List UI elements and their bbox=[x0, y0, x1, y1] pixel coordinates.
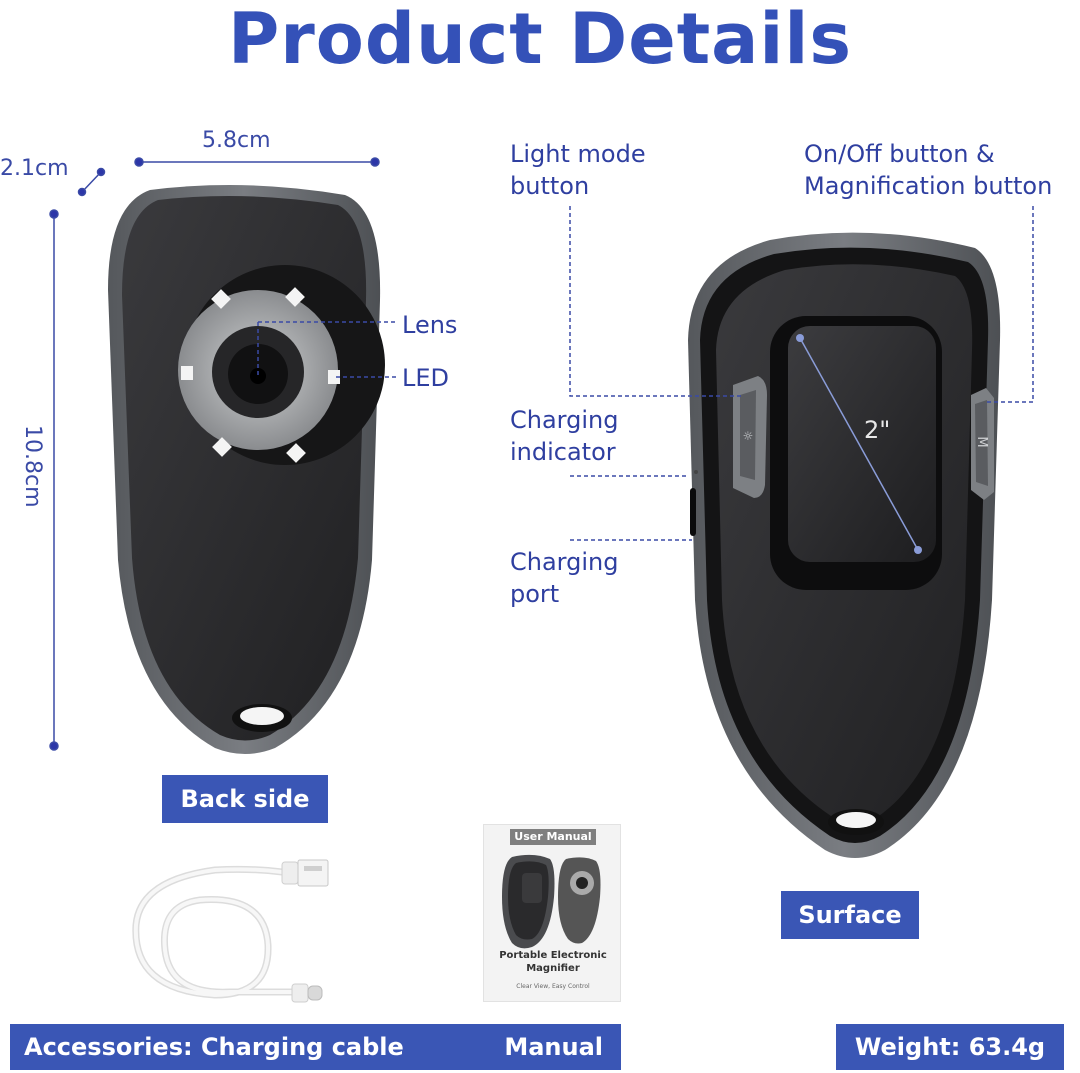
weight-tag: Weight: 63.4g bbox=[836, 1024, 1064, 1070]
charging-port-line-2: port bbox=[510, 580, 560, 608]
light-mode-label: Light mode button bbox=[510, 138, 646, 202]
width-dimension-label: 5.8cm bbox=[202, 128, 271, 153]
manual-tagline: Clear View, Easy Control bbox=[516, 983, 590, 990]
onoff-line-2: Magnification button bbox=[804, 172, 1053, 200]
charging-port-line-1: Charging bbox=[510, 548, 619, 576]
svg-text:☼: ☼ bbox=[743, 429, 754, 443]
cable-usb-c-plug bbox=[291, 983, 323, 1003]
back-side-tag: Back side bbox=[162, 775, 328, 823]
surface-tag: Surface bbox=[781, 891, 919, 939]
user-manual: User Manual Portable Electronic Magnifie… bbox=[483, 824, 621, 1002]
lens-label: Lens bbox=[402, 311, 458, 339]
accessories-tag: Accessories: Charging cable Manual bbox=[10, 1024, 621, 1070]
svg-text:M: M bbox=[974, 436, 989, 447]
manual-device-thumbnail bbox=[502, 854, 601, 949]
manual-label: Manual bbox=[504, 1033, 603, 1061]
charging-indicator-label: Charging indicator bbox=[510, 404, 618, 468]
depth-dimension-label: 2.1cm bbox=[0, 156, 69, 181]
charging-indicator-line-1: Charging bbox=[510, 406, 619, 434]
manual-product-name: Portable Electronic Magnifier bbox=[484, 949, 622, 975]
onoff-label: On/Off button & Magnification button bbox=[804, 138, 1052, 202]
manual-product-line-1: Portable Electronic bbox=[499, 950, 607, 961]
charging-cable bbox=[132, 865, 304, 999]
accessories-label: Accessories: Charging cable bbox=[24, 1033, 404, 1061]
manual-header: User Manual bbox=[510, 829, 596, 845]
charging-indicator-line-2: indicator bbox=[510, 438, 616, 466]
light-mode-line-2: button bbox=[510, 172, 590, 200]
cable-usb-a-plug bbox=[281, 859, 329, 887]
front-device: ☼ M bbox=[688, 232, 1001, 859]
onoff-line-1: On/Off button & bbox=[804, 140, 995, 168]
page-title: Product Details bbox=[227, 0, 853, 80]
screen-size-label: 2" bbox=[864, 416, 891, 444]
light-mode-line-1: Light mode bbox=[510, 140, 646, 168]
height-dimension-label: 10.8cm bbox=[20, 425, 45, 508]
led-label: LED bbox=[402, 364, 450, 392]
manual-product-line-2: Magnifier bbox=[526, 963, 580, 974]
charging-port-label: Charging port bbox=[510, 546, 618, 610]
back-device bbox=[108, 185, 385, 754]
